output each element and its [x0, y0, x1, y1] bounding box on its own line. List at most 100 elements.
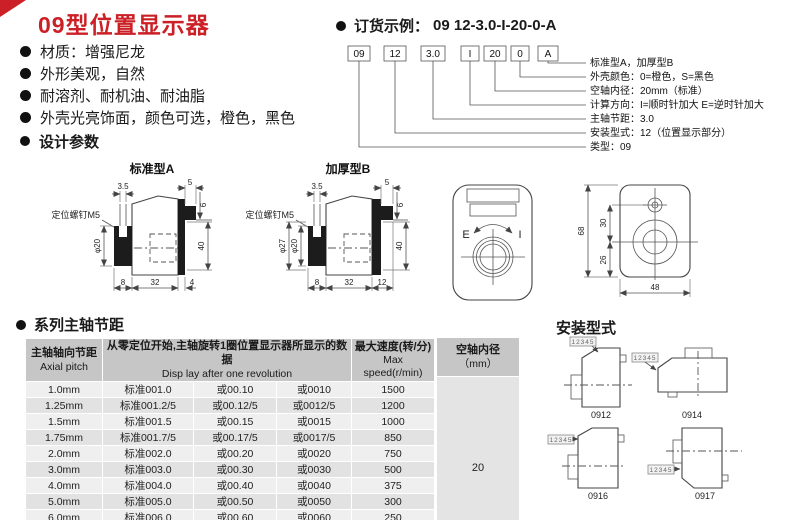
- dim-lower: 26: [599, 255, 608, 264]
- mounting-0916: 12345 0916: [547, 427, 626, 501]
- table-row: 3.0mm 标准003.0 或00.30 或0030 500: [26, 462, 434, 478]
- mounting-diagrams: 12345 0912 12345 0914 12345: [547, 336, 742, 501]
- code-box-pitch: 3.0: [426, 49, 440, 60]
- technical-drawings: 标准型A 定位螺钉M5 3.5 5 6: [51, 161, 698, 301]
- drawing-type-b: 加厚型B 定位螺钉M5 3.5 5 6: [245, 161, 410, 291]
- cell-display-alt1: 或00.20: [194, 446, 276, 462]
- feature-bullet: 材质：增强尼龙: [20, 42, 295, 61]
- cell-display-alt1: 或00.10: [194, 382, 276, 398]
- dim-b-outer: φ27: [278, 238, 287, 253]
- cell-display-alt2: 或0010: [277, 382, 351, 398]
- code-box-style: A: [545, 49, 552, 60]
- ordering-code-boxes: 09 12 3.0 I 20 0 A: [347, 45, 559, 62]
- feature-bullet: 外壳光亮饰面，颜色可选，橙色，黑色: [20, 108, 296, 127]
- cell-display-alt1: 或00.50: [194, 494, 276, 510]
- bullet-dot-icon: [20, 89, 31, 101]
- code-box-color: 0: [517, 49, 523, 60]
- digit-window: 12345: [649, 467, 672, 474]
- ordering-heading: 订货示例： 09 12-3.0-I-20-0-A: [336, 15, 556, 36]
- page-title: 09型位置显示器: [38, 12, 210, 38]
- cell-display-standard: 标准001.7/5: [103, 430, 193, 446]
- header-display-after-revolution: 从零定位开始,主轴旋转1圈位置显示器所显示的数据 Disp lay after …: [103, 339, 351, 382]
- cell-display-standard: 标准001.5: [103, 414, 193, 430]
- dim-a-height: 40: [197, 241, 206, 250]
- dim-a-lip-h: 6: [199, 202, 208, 207]
- bullet-dot-icon: [20, 67, 31, 79]
- cell-axial-pitch: 5.0mm: [26, 494, 102, 510]
- feature-text: 外壳光亮饰面，颜色可选，橙色，黑色: [40, 109, 296, 127]
- design-params-text: 设计参数: [39, 133, 100, 151]
- cell-axial-pitch: 1.0mm: [26, 382, 102, 398]
- model-label: 0912: [591, 410, 611, 420]
- cell-max-speed: 1500: [352, 382, 434, 398]
- cell-display-alt1: 或00.40: [194, 478, 276, 494]
- cell-display-alt2: 或0030: [277, 462, 351, 478]
- type-a-title: 标准型A: [129, 161, 175, 176]
- dim-b-slot: 3.5: [311, 182, 323, 191]
- legend-bore: 空轴内径：20mm（标准）: [590, 84, 708, 97]
- cell-display-alt2: 或0020: [277, 446, 351, 462]
- dim-a-flange: 4: [190, 278, 195, 287]
- dim-b-body: 32: [345, 278, 354, 287]
- header-axial-pitch: 主轴轴向节距 Axial pitch: [26, 339, 102, 382]
- mounting-0914: 12345 0914: [631, 347, 728, 420]
- dim-b-lip-w: 5: [385, 178, 390, 187]
- legend-type: 类型：09: [590, 140, 632, 153]
- cell-display-alt2: 或0015: [277, 414, 351, 430]
- feature-text: 耐溶剂、耐机油、耐油脂: [40, 87, 206, 105]
- dim-b-bore: φ20: [290, 238, 299, 253]
- legend-color: 外壳颜色：0=橙色，S=黑色: [590, 70, 714, 83]
- pitch-table-main: 主轴轴向节距 Axial pitch 从零定位开始,主轴旋转1圈位置显示器所显示…: [25, 338, 435, 520]
- digit-window: 12345: [549, 437, 572, 444]
- type-a-screw-label: 定位螺钉M5: [51, 209, 100, 220]
- bullet-dot-icon: [20, 45, 31, 57]
- header-max-speed: 最大速度(转/分) Max speed(r/min): [352, 339, 434, 382]
- cell-axial-pitch: 1.25mm: [26, 398, 102, 414]
- cell-display-standard: 标准006.0: [103, 510, 193, 520]
- cell-display-alt1: 或00.30: [194, 462, 276, 478]
- feature-bullet: 外形美观，自然: [20, 64, 295, 83]
- table-row: 1.0mm 标准001.0 或00.10 或0010 1500: [26, 382, 434, 398]
- cell-display-alt2: 或0040: [277, 478, 351, 494]
- dim-b-flange: 12: [378, 278, 387, 287]
- pitch-section-heading: 系列主轴节距: [16, 314, 124, 335]
- table-row: 1.5mm 标准001.5 或00.15 或0015 1000: [26, 414, 434, 430]
- dial-ccw-label: E: [462, 229, 469, 241]
- cell-max-speed: 250: [352, 510, 434, 520]
- code-box-direction: I: [469, 49, 472, 60]
- cell-axial-pitch: 1.5mm: [26, 414, 102, 430]
- cell-max-speed: 850: [352, 430, 434, 446]
- model-label: 0916: [588, 491, 608, 501]
- bullet-dot-icon: [336, 20, 346, 31]
- dim-a-lip-w: 5: [188, 178, 193, 187]
- drawing-front-view: E I: [452, 184, 533, 301]
- type-b-title: 加厚型B: [325, 161, 371, 176]
- bullet-dot-icon: [20, 111, 31, 123]
- model-label: 0917: [695, 491, 715, 501]
- pitch-section-title: 系列主轴节距: [34, 317, 125, 334]
- ordering-heading-label: 订货示例：: [354, 18, 430, 35]
- cell-display-alt1: 或00.12/5: [194, 398, 276, 414]
- dim-a-bore: φ20: [93, 238, 102, 253]
- code-box-bore: 20: [489, 49, 501, 60]
- table-row: 2.0mm 标准002.0 或00.20 或0020 750: [26, 446, 434, 462]
- legend-pitch: 主轴节距：3.0: [590, 112, 654, 125]
- feature-text: 外形美观，自然: [40, 65, 146, 83]
- cell-axial-pitch: 6.0mm: [26, 510, 102, 520]
- model-label: 0914: [682, 410, 702, 420]
- cell-display-alt2: 或0050: [277, 494, 351, 510]
- bore-column: 空轴内径 （mm） 20: [437, 338, 519, 520]
- pitch-table: 主轴轴向节距 Axial pitch 从零定位开始,主轴旋转1圈位置显示器所显示…: [25, 338, 519, 520]
- cell-display-standard: 标准001.0: [103, 382, 193, 398]
- dim-b-height: 40: [395, 241, 404, 250]
- drawing-type-a: 标准型A 定位螺钉M5 3.5 5 6: [51, 161, 212, 291]
- table-row: 6.0mm 标准006.0 或00.60 或0060 250: [26, 510, 434, 520]
- legend-mount: 安装型式：12（位置显示部分）: [590, 126, 731, 139]
- digit-window: 12345: [633, 355, 656, 362]
- cell-axial-pitch: 2.0mm: [26, 446, 102, 462]
- table-row: 4.0mm 标准004.0 或00.40 或0040 375: [26, 478, 434, 494]
- mounting-0912: 12345 0912: [564, 336, 632, 420]
- feature-bullet: 耐溶剂、耐机油、耐油脂: [20, 86, 295, 105]
- type-b-screw-label: 定位螺钉M5: [245, 209, 294, 220]
